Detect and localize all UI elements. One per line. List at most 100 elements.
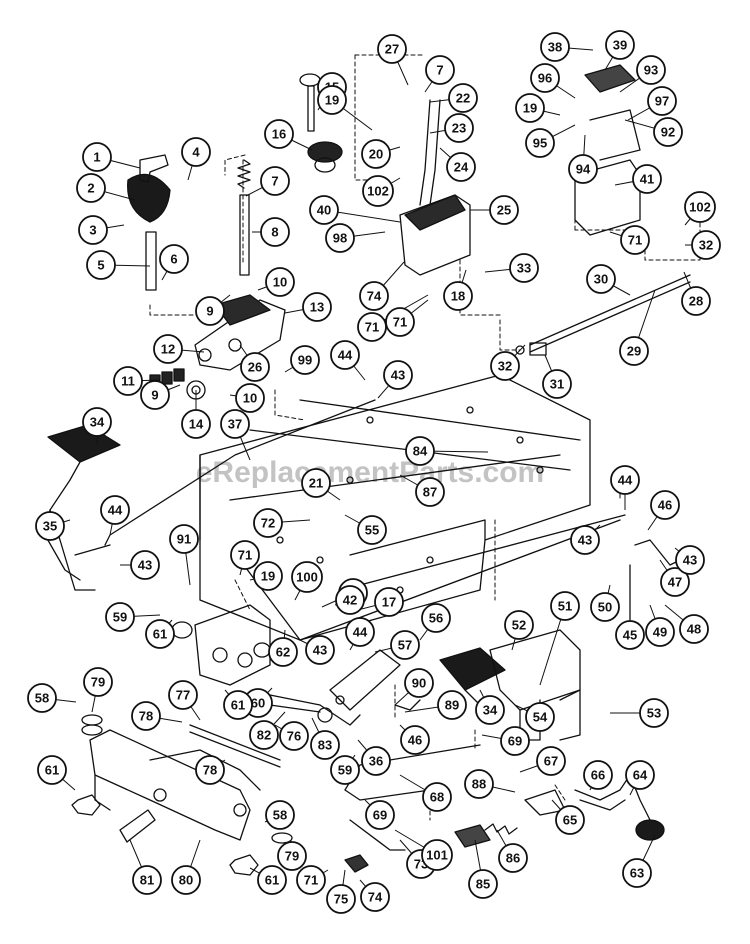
callout-circle	[296, 865, 326, 895]
callout-number: 6	[170, 252, 177, 267]
lever-bracket-57	[317, 649, 401, 726]
callout-number: 40	[317, 203, 331, 218]
shift-quadrant-25	[399, 99, 471, 276]
callout-34: 34	[82, 407, 112, 445]
callout-circle	[422, 782, 452, 812]
callout-number: 19	[261, 569, 275, 584]
callout-number: 71	[628, 233, 642, 248]
callout-circle	[385, 307, 415, 337]
callout-102: 102	[362, 175, 401, 207]
callout-85: 85	[468, 839, 498, 899]
callout-number: 17	[382, 595, 396, 610]
callout-circle	[525, 702, 555, 732]
callout-19: 19	[515, 93, 561, 123]
callout-5: 5	[86, 250, 151, 280]
tractor-frame	[199, 374, 591, 641]
callout-number: 87	[423, 485, 437, 500]
callout-number: 66	[591, 768, 605, 783]
callout-52: 52	[504, 610, 534, 651]
callout-number: 4	[192, 145, 200, 160]
callout-44: 44	[345, 617, 375, 651]
callout-number: 25	[497, 203, 511, 218]
callout-circle	[330, 755, 360, 785]
callout-number: 11	[121, 374, 135, 389]
callout-number: 61	[231, 698, 245, 713]
callout-number: 46	[658, 498, 672, 513]
callout-6: 6	[159, 244, 189, 281]
callout-number: 19	[325, 93, 339, 108]
callout-number: 51	[558, 599, 572, 614]
callout-number: 67	[544, 754, 558, 769]
callout-21: 21	[301, 468, 341, 501]
callout-number: 9	[151, 388, 158, 403]
callout-circle	[265, 267, 295, 297]
callout-number: 24	[454, 160, 469, 175]
callout-number: 80	[179, 873, 193, 888]
callout-1: 1	[82, 142, 141, 172]
callout-circle	[325, 223, 355, 253]
nut-61-left	[71, 794, 101, 816]
callout-number: 53	[647, 706, 661, 721]
control-rod-8	[237, 159, 251, 276]
watermark-text: eReplacementParts.com	[196, 456, 545, 489]
callout-number: 3	[89, 223, 96, 238]
callout-64: 64	[625, 760, 655, 796]
callout-number: 78	[139, 709, 153, 724]
callout-number: 59	[338, 763, 352, 778]
callout-circle	[169, 524, 199, 554]
callout-number: 86	[506, 851, 520, 866]
callout-circle	[335, 585, 365, 615]
callout-12: 12	[153, 334, 205, 364]
rod-5	[145, 231, 157, 291]
callout-circle	[181, 137, 211, 167]
callout-number: 64	[633, 768, 648, 783]
callout-circle	[83, 667, 113, 697]
callout-circle	[153, 334, 183, 364]
callout-number: 9	[206, 304, 213, 319]
callout-68: 68	[399, 774, 452, 812]
callout-circle	[536, 746, 566, 776]
callout-circle	[310, 730, 340, 760]
callout-76: 76	[274, 721, 309, 751]
callout-8: 8	[252, 217, 290, 247]
callout-30: 30	[586, 264, 631, 296]
callout-16: 16	[264, 119, 313, 151]
callout-circle	[100, 495, 130, 525]
callout-46: 46	[647, 490, 680, 531]
callout-number: 47	[668, 575, 682, 590]
callout-circle	[446, 152, 476, 182]
callout-28: 28	[681, 271, 711, 316]
callout-circle	[468, 869, 498, 899]
callout-3: 3	[78, 215, 125, 245]
rod-30	[529, 274, 691, 346]
callout-67: 67	[519, 746, 566, 776]
callout-number: 56	[429, 611, 443, 626]
callout-number: 33	[517, 261, 531, 276]
callout-circle	[359, 281, 389, 311]
callout-81: 81	[129, 839, 162, 895]
callout-circle	[421, 839, 453, 871]
callout-40: 40	[309, 195, 401, 225]
callout-number: 81	[140, 873, 154, 888]
callout-71: 71	[385, 299, 429, 337]
callout-circle	[374, 587, 404, 617]
callout-7: 7	[424, 55, 455, 93]
callout-circle	[625, 760, 655, 790]
callout-number: 13	[310, 300, 324, 315]
callout-number: 94	[576, 162, 591, 177]
callout-number: 71	[304, 873, 318, 888]
callout-circle	[277, 841, 307, 871]
callout-84: 84	[405, 436, 489, 466]
callout-77: 77	[168, 680, 201, 721]
callout-circle	[140, 380, 170, 410]
callout-number: 102	[367, 184, 389, 199]
callout-95: 95	[525, 124, 576, 158]
callout-13: 13	[284, 292, 332, 322]
callout-78: 78	[195, 755, 226, 785]
plate-39	[584, 64, 636, 93]
callout-circle	[82, 142, 112, 172]
callout-number: 79	[91, 675, 105, 690]
callout-number: 78	[203, 763, 217, 778]
callout-number: 83	[318, 738, 332, 753]
callout-71: 71	[230, 540, 260, 576]
